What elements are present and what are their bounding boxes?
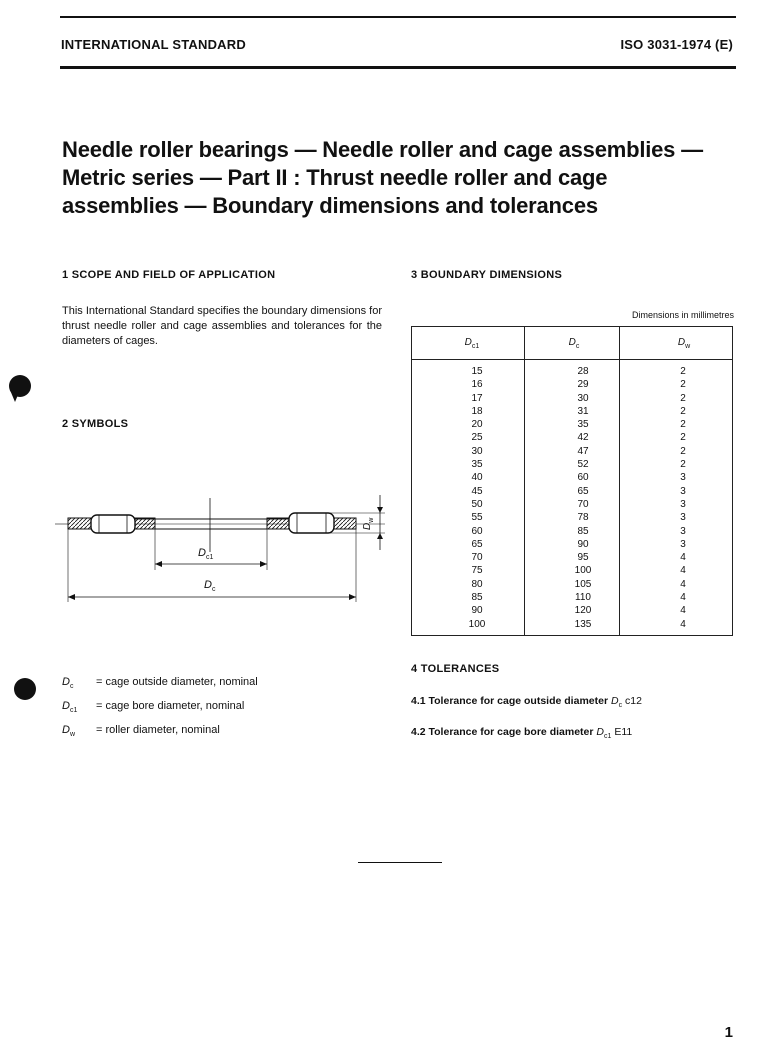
- table-divider: [619, 327, 620, 635]
- tolerance-item-1-value: c12: [624, 695, 642, 707]
- column-header-dw-sub: w: [685, 343, 691, 350]
- title-line-1: Needle roller bearings — Needle roller a…: [62, 137, 703, 162]
- tolerance-item-2-symbol: D: [596, 726, 604, 738]
- symbol-dw-definition: = roller diameter, nominal: [96, 724, 220, 736]
- section-4-heading: 4 TOLERANCES: [411, 663, 500, 675]
- symbol-dc1: D: [62, 700, 70, 712]
- tolerance-item-2-sub: c1: [603, 733, 612, 741]
- column-header-dw-symbol: D: [677, 337, 686, 348]
- table-divider: [524, 327, 525, 635]
- section-3-heading: 3 BOUNDARY DIMENSIONS: [411, 269, 563, 281]
- column-values-dw: 2 2 2 2 2 2 2 2 3 3 3 3 3 3 4 4 4 4 4 4: [680, 366, 686, 630]
- tolerance-item-2-value: E11: [614, 726, 633, 738]
- dimensions-table: Dc1 Dc Dw 15 16 17 18 20 25 30 35 40 45 …: [411, 326, 733, 636]
- symbol-dc-definition: = cage outside diameter, nominal: [96, 676, 258, 688]
- section-1-heading: 1 SCOPE AND FIELD OF APPLICATION: [62, 269, 276, 281]
- table-header-rule: [412, 359, 732, 360]
- figure-label-dc-symbol: D: [204, 579, 212, 591]
- figure-label-dw: Dw: [362, 518, 375, 530]
- tolerance-item-1: 4.1 Tolerance for cage outside diameter …: [411, 695, 642, 709]
- bearing-section-drawing: [55, 495, 385, 602]
- column-header-dc1: Dc1: [422, 337, 522, 350]
- figure-label-dw-sub: w: [368, 517, 375, 523]
- figure-label-dc-sub: c: [211, 586, 216, 594]
- document-title: Needle roller bearings — Needle roller a…: [62, 136, 742, 220]
- punch-hole-tail: [10, 390, 20, 402]
- column-values-dc: 28 29 30 31 35 42 47 52 60 65 70 78 85 9…: [574, 366, 592, 630]
- figure-label-dc1-symbol: D: [198, 547, 206, 559]
- symbol-dc1-sub: c1: [69, 707, 78, 715]
- symbol-dw: D: [62, 724, 70, 736]
- title-line-3: assemblies — Boundary dimensions and tol…: [62, 193, 598, 218]
- title-line-2: Metric series — Part II : Thrust needle …: [62, 165, 608, 190]
- footer-rule: [358, 862, 442, 863]
- column-header-dc-symbol: D: [568, 337, 576, 348]
- tolerance-item-2: 4.2 Tolerance for cage bore diameter Dc1…: [411, 726, 632, 740]
- symbol-dw-sub: w: [69, 731, 76, 739]
- column-values-dc1: 15 16 17 18 20 25 30 35 40 45 50 55 60 6…: [468, 366, 486, 630]
- header-right: ISO 3031-1974 (E): [620, 37, 733, 52]
- tolerance-item-2-label: 4.2 Tolerance for cage bore diameter: [411, 726, 594, 738]
- top-rule: [60, 16, 736, 18]
- symbol-dc1-definition: = cage bore diameter, nominal: [96, 700, 245, 712]
- section-2-heading: 2 SYMBOLS: [62, 418, 129, 430]
- header-rule: [60, 66, 736, 69]
- page-number: 1: [724, 1024, 733, 1041]
- figure-label-dc1-sub: c1: [205, 554, 214, 562]
- column-header-dc1-sub: c1: [471, 343, 480, 350]
- section-1-text: This International Standard specifies th…: [62, 305, 382, 347]
- symbol-dc: D: [62, 676, 70, 688]
- figure-label-dw-symbol: D: [362, 522, 373, 530]
- column-header-dc-sub: c: [575, 343, 580, 350]
- column-header-dc: Dc: [524, 337, 624, 350]
- tolerance-item-1-symbol: D: [610, 695, 619, 707]
- symbol-row-dc: Dc = cage outside diameter, nominal: [62, 676, 258, 691]
- header-left: INTERNATIONAL STANDARD: [61, 37, 246, 52]
- figure-label-dc: Dc: [204, 579, 215, 593]
- tolerance-item-1-sub: c: [618, 702, 623, 710]
- column-header-dw: Dw: [634, 337, 734, 350]
- symbol-row-dc1: Dc1 = cage bore diameter, nominal: [62, 700, 244, 715]
- dimensions-note: Dimensions in millimetres: [631, 310, 734, 320]
- punch-hole-mark: [14, 678, 36, 700]
- tolerance-item-1-label: 4.1 Tolerance for cage outside diameter: [411, 695, 609, 707]
- symbol-row-dw: Dw = roller diameter, nominal: [62, 724, 220, 739]
- figure-label-dc1: Dc1: [198, 547, 213, 561]
- symbol-dc-sub: c: [69, 683, 74, 691]
- column-header-dc1-symbol: D: [464, 337, 472, 348]
